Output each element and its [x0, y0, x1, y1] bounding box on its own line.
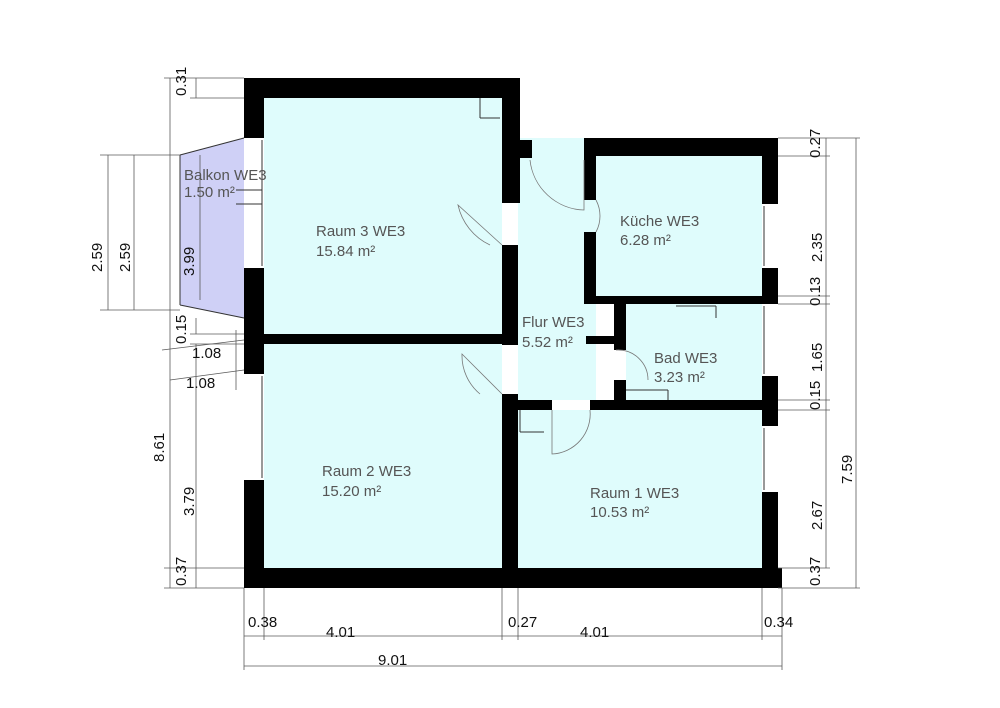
raum3-fill	[264, 98, 502, 334]
dim-right-total: 7.59	[839, 455, 856, 484]
bad-area: 3.23 m²	[654, 369, 705, 386]
wall-kueche-top	[584, 138, 778, 156]
wall-raum2-flur	[502, 394, 518, 588]
wall-flur-top	[518, 140, 532, 158]
kueche-area: 6.28 m²	[620, 232, 671, 249]
wall-flur-nib	[586, 336, 616, 344]
dim-right-kueche: 2.35	[809, 233, 826, 262]
raum3-name: Raum 3 WE3	[316, 223, 405, 240]
raum3-area: 15.84 m²	[316, 243, 375, 260]
raum1-area: 10.53 m²	[590, 504, 649, 521]
wall-top-raum3	[244, 78, 520, 98]
wall-raum3-flur-b	[502, 245, 518, 345]
dim-right-bad: 1.65	[809, 343, 826, 372]
dim-right-raum1: 2.67	[809, 501, 826, 530]
wall-raum1-top-left	[518, 400, 552, 410]
raum2-area: 15.20 m²	[322, 483, 381, 500]
wall-right-1	[762, 156, 778, 204]
walls	[244, 78, 782, 588]
dim-bottom-right-wall: 0.34	[764, 614, 793, 631]
dim-bottom-right-room: 4.01	[580, 624, 609, 641]
wall-left-3	[244, 480, 264, 588]
dim-left-015: 0.15	[173, 315, 190, 344]
flur-area: 5.52 m²	[522, 334, 573, 351]
dim-bottom-left-wall: 0.38	[248, 614, 277, 631]
dim-left-top: 0.31	[173, 67, 190, 96]
balkon-name: Balkon WE3	[184, 167, 267, 184]
dim-bottom-left-room: 4.01	[326, 624, 355, 641]
dimension-lines	[100, 77, 860, 670]
kueche-fill	[596, 156, 762, 296]
room-fills	[180, 98, 762, 568]
kueche-name: Küche WE3	[620, 213, 699, 230]
wall-raum3-flur-a	[502, 78, 520, 203]
wall-bad-bottom	[614, 400, 778, 410]
wall-kueche-left-b	[584, 232, 596, 302]
dim-balk-a: 1.08	[192, 345, 221, 362]
dim-balk-b: 1.08	[186, 375, 215, 392]
dim-right-bottom: 0.37	[807, 557, 824, 586]
wall-raum1-top-right	[590, 400, 616, 410]
wall-right-4	[762, 492, 778, 588]
bad-name: Bad WE3	[654, 350, 717, 367]
wall-kueche-left-a	[584, 156, 596, 200]
wall-left-2	[244, 268, 264, 374]
dim-right-013: 0.13	[807, 277, 824, 306]
dim-left-bottom: 0.37	[173, 557, 190, 586]
dim-bottom-mid-wall: 0.27	[508, 614, 537, 631]
dim-left-room2: 3.79	[181, 487, 198, 516]
raum1-fill	[518, 410, 762, 568]
wall-right-2	[762, 268, 778, 304]
dim-right-015: 0.15	[807, 381, 824, 410]
dim-left-total: 8.61	[151, 433, 168, 462]
wall-raum3-raum2	[264, 334, 502, 344]
raum1-name: Raum 1 WE3	[590, 485, 679, 502]
wall-left-1	[244, 98, 264, 138]
wall-bad-left-a	[614, 304, 626, 350]
flur-fill	[518, 138, 596, 400]
bad-fill	[626, 304, 762, 400]
dimension-labels: 0.31 8.61 3.99 0.15 3.79 0.37 2.59 2.59 …	[89, 67, 856, 669]
room-labels: Balkon WE3 1.50 m² Raum 3 WE3 15.84 m² K…	[184, 167, 717, 521]
balkon-area: 1.50 m²	[184, 184, 235, 201]
dim-bottom-total: 9.01	[378, 652, 407, 669]
dim-right-top: 0.27	[807, 129, 824, 158]
wall-kueche-bottom	[584, 296, 778, 304]
dim-balk-inner: 2.59	[117, 243, 134, 272]
dim-balk-outer: 2.59	[89, 243, 106, 272]
windows	[179, 98, 765, 490]
raum2-name: Raum 2 WE3	[322, 463, 411, 480]
balkon-fill	[180, 138, 244, 318]
doors	[457, 159, 649, 455]
raum2-fill	[264, 344, 502, 568]
flur-name: Flur WE3	[522, 314, 585, 331]
dim-left-room3: 3.99	[181, 247, 198, 276]
